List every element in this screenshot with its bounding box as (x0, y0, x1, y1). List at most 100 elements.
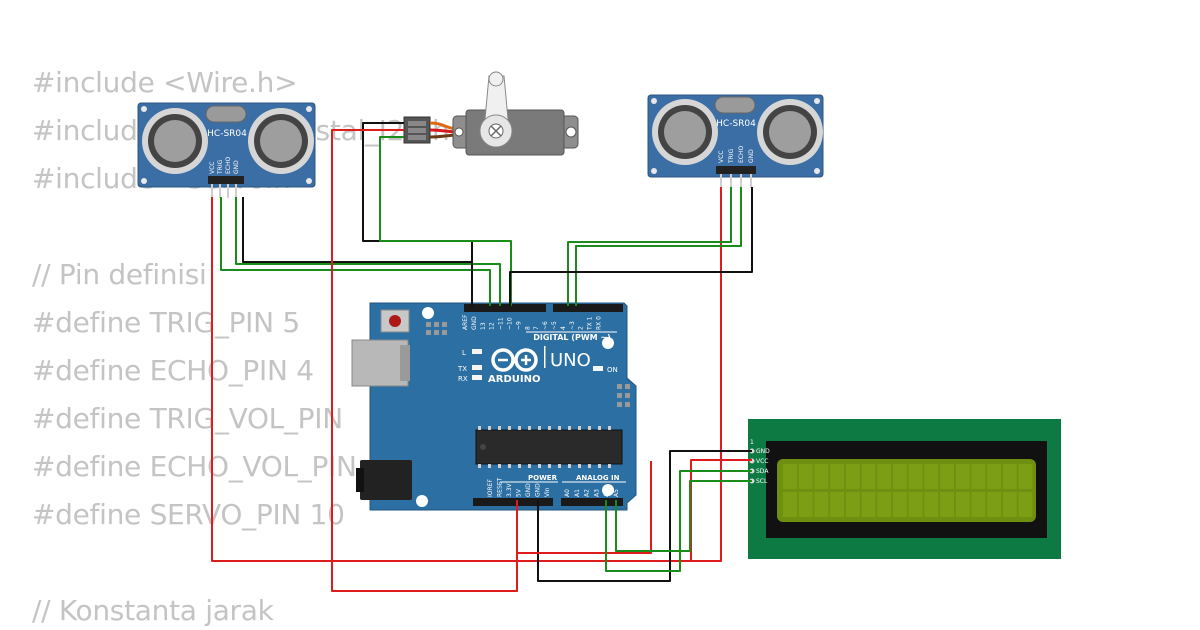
wires (211, 122, 753, 592)
power-pin-label: RESET (497, 477, 504, 497)
sensor-left-pin-echo: ECHO (225, 157, 232, 174)
analog-pin-label: A5 (613, 489, 620, 497)
digital-pin-label: 8 (524, 326, 531, 330)
digital-pin-label: ~6 (542, 321, 549, 330)
sensor-left-label: HC-SR04 (207, 129, 247, 139)
digital-pin-label: ~9 (515, 321, 522, 330)
code-line: #define TRIG_VOL_PIN (32, 402, 343, 435)
wire-left-trig-green (220, 197, 491, 306)
lcd-cell (987, 492, 1002, 517)
sensor-left-pin-gnd: GND (233, 160, 240, 174)
sensor-right-label: HC-SR04 (716, 119, 756, 129)
lcd-cell (1018, 464, 1033, 489)
lcd-cell (783, 464, 797, 489)
lcd-cell (924, 492, 939, 517)
digital-pin-label: RX 0 (596, 316, 603, 330)
sensor-right-header (716, 166, 756, 174)
reset-button[interactable] (380, 309, 410, 333)
power-pin-label: 3.3V (506, 482, 513, 497)
wire-right-gnd-black (509, 187, 753, 306)
lcd-pin-scl: SCL (756, 478, 768, 485)
lcd-cell (955, 464, 970, 489)
digital-pin-label: GND (471, 316, 478, 330)
lcd-cell (861, 492, 876, 517)
lcd-cell (830, 464, 845, 489)
lcd-cell (830, 492, 845, 517)
analog-pin-label: A4 (603, 489, 610, 497)
power-jack (356, 460, 412, 500)
mounting-hole (416, 495, 428, 507)
icsp-header (426, 322, 447, 335)
analog-pin-label: A1 (574, 489, 581, 497)
lcd-pin-vcc: VCC (756, 458, 768, 465)
sensor-left-pin-vcc: VCC (209, 162, 216, 174)
sensor-left-pin-trig: TRIG (217, 159, 224, 175)
digital-pin-label: AREF (462, 314, 469, 330)
lcd-cell (845, 464, 860, 489)
led-label-tx: TX (457, 365, 467, 373)
crystal-oscillator (205, 105, 247, 123)
transducer-right (757, 99, 823, 165)
status-leds: L TX RX ON (457, 349, 618, 383)
power-pin-label: GND (535, 483, 542, 497)
servo-connector (403, 116, 431, 144)
wire-right-trig-green (567, 187, 732, 306)
wire-servo-signal-green (379, 136, 512, 306)
usb-port (351, 339, 409, 387)
board-brand: ARDUINO (488, 374, 540, 385)
code-line: // Pin definisi (32, 258, 207, 291)
digital-pin-label: 4 (560, 326, 567, 330)
ultrasonic-sensor-right[interactable]: HC-SR04 VCC TRIG ECHO GND (647, 94, 824, 188)
analog-in-label: ANALOG IN (576, 474, 620, 482)
lcd-cell (861, 464, 876, 489)
ultrasonic-sensor-left[interactable]: HC-SR04 VCC TRIG ECHO GND (137, 102, 316, 198)
wire-lcd-vcc-red (516, 461, 652, 554)
analog-pin-label: A3 (593, 489, 600, 497)
digital-pwm-label: DIGITAL (PWM ~) (533, 333, 611, 342)
lcd-character-grid (783, 464, 1033, 517)
lcd-cell (814, 492, 829, 517)
sensor-left-header (208, 176, 244, 184)
lcd-pin-one-label: 1 (750, 439, 754, 446)
sensor-right-pin-echo: ECHO (738, 146, 745, 163)
sensor-left-pin-labels: VCC TRIG ECHO GND (209, 157, 240, 175)
lcd-cell (892, 492, 907, 517)
lcd-cell (908, 464, 923, 489)
mounting-hole (602, 337, 614, 349)
lcd-cell (1018, 492, 1033, 517)
code-line: #define SERVO_PIN 10 (32, 498, 345, 531)
sensor-right-pin-labels: VCC TRIG ECHO GND (718, 146, 755, 164)
wire-right-echo-green (575, 187, 742, 306)
servo-motor[interactable] (403, 71, 579, 156)
wire-servo-gnd-black (362, 122, 473, 306)
transducer-left (142, 108, 208, 174)
lcd-cell (924, 464, 939, 489)
code-line: #define ECHO_PIN 4 (32, 354, 314, 387)
sensor-right-pin-trig: TRIG (728, 148, 735, 164)
wire-lcd-scl-green (615, 480, 752, 552)
wire-left-gnd-black (242, 197, 473, 306)
digital-pin-label: ~5 (551, 321, 558, 330)
crystal-oscillator (714, 96, 756, 114)
power-pin-label: IOREF (487, 479, 494, 497)
lcd-pin-gnd: GND (756, 448, 770, 455)
lcd-cell (1002, 492, 1017, 517)
analog-pin-label: A0 (564, 489, 571, 497)
lcd-cell (798, 492, 813, 517)
digital-header (464, 304, 623, 312)
sensor-right-pin-gnd: GND (748, 149, 755, 163)
transducer-right (248, 108, 314, 174)
arduino-logo: UNO ARDUINO (488, 346, 591, 385)
code-line: #define ECHO_VOL_PIN (32, 450, 357, 483)
power-label: POWER (528, 474, 558, 482)
lcd-cell (798, 464, 813, 489)
digital-pin-label: 7 (533, 326, 540, 330)
lcd-display[interactable]: 1 GND VCC SDA SCL (748, 419, 1061, 559)
lcd-pin-sda: SDA (756, 468, 769, 475)
lcd-cell (971, 492, 986, 517)
lcd-cell (987, 464, 1002, 489)
